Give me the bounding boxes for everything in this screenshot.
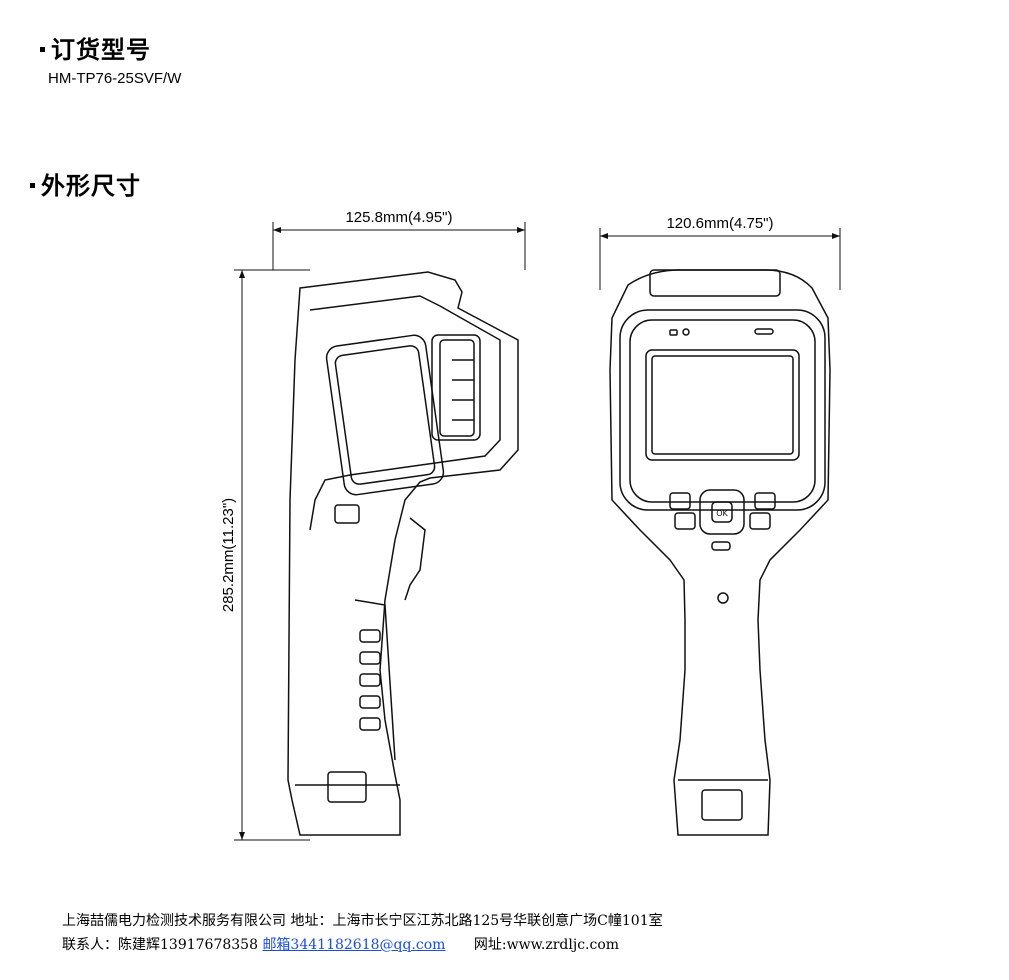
- dimension-drawing: 125.8mm(4.95") 120.6mm(4.75") 285.2mm(11…: [220, 209, 841, 841]
- side-view: [287, 271, 519, 836]
- bullet-icon: [30, 182, 35, 188]
- model-number: HM-TP76-25SVF/W: [48, 70, 182, 87]
- power-button: [669, 492, 691, 510]
- dpad: [699, 489, 745, 535]
- svg-text:OK: OK: [716, 509, 728, 518]
- side-width-label: 125.8mm(4.95"): [345, 209, 452, 226]
- footer-line-2: 联系人：陈建辉13917678358 邮箱3441182618@qq.com 网…: [62, 934, 619, 954]
- front-view: OK: [609, 269, 831, 836]
- dimensions-heading: 外形尺寸: [30, 166, 141, 201]
- ordering-heading: 订货型号: [40, 30, 151, 65]
- contact-person: 联系人：陈建辉13917678358: [62, 937, 258, 953]
- height-label: 285.2mm(11.23"): [220, 498, 237, 612]
- website: 网址:www.zrdljc.com: [473, 937, 620, 953]
- email-link[interactable]: 邮箱3441182618@qq.com: [262, 937, 446, 953]
- company-address: 地址：上海市长宁区江苏北路125号华联创意广场C幢101室: [290, 913, 663, 929]
- front-width-label: 120.6mm(4.75"): [666, 215, 773, 232]
- footer-line-1: 上海喆儒电力检测技术服务有限公司 地址：上海市长宁区江苏北路125号华联创意广场…: [62, 910, 663, 930]
- bullet-icon: [40, 46, 45, 52]
- company-name: 上海喆儒电力检测技术服务有限公司: [62, 913, 286, 929]
